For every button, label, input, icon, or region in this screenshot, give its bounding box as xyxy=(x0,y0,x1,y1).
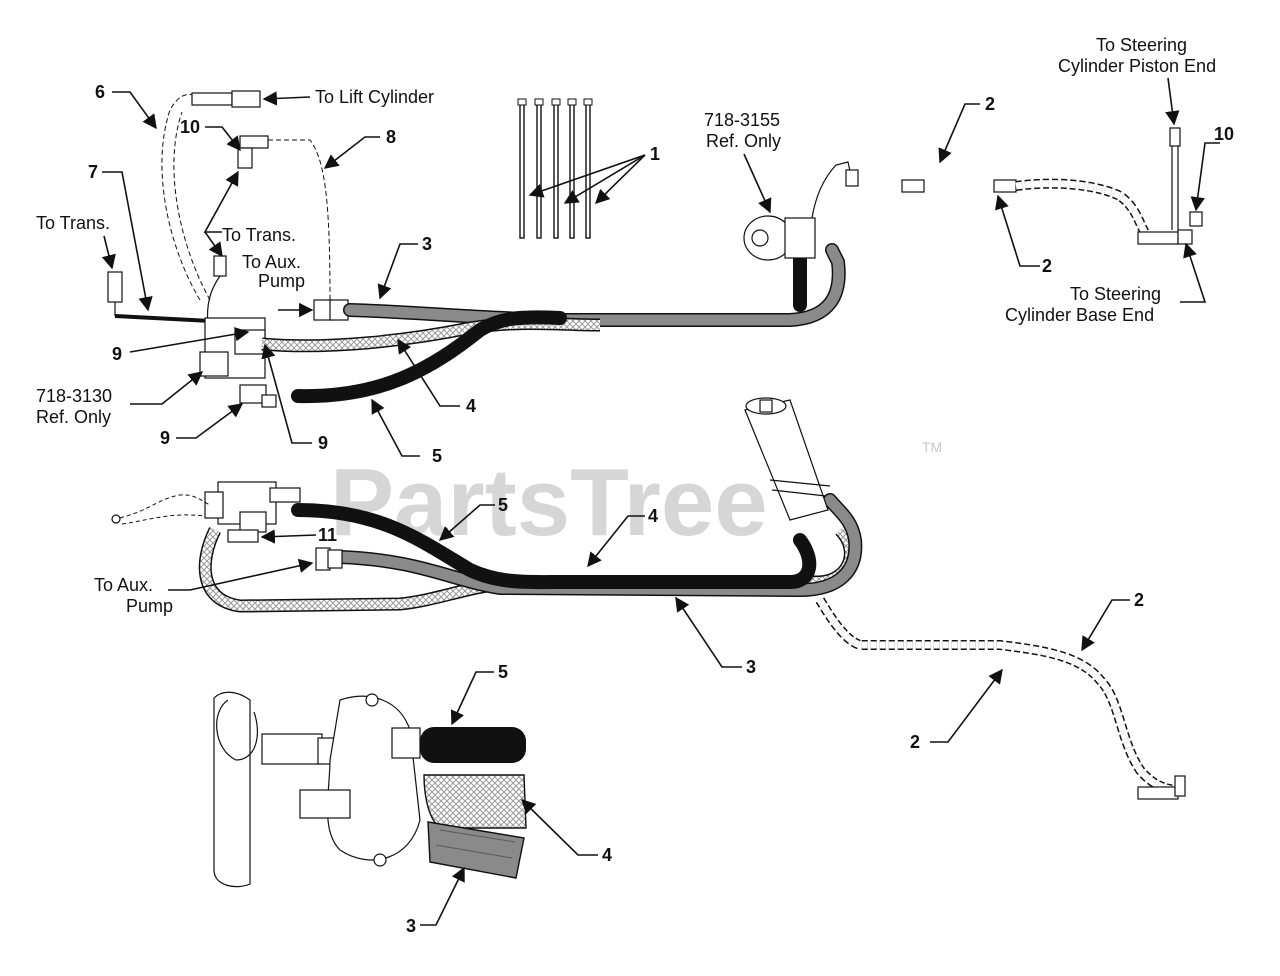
callout-9-right: 9 xyxy=(318,433,328,453)
callout-9-mid: 9 xyxy=(160,428,170,448)
label-steering-piston-line1: To Steering xyxy=(1096,35,1187,55)
callout-1: 1 xyxy=(650,144,660,164)
callout-3-bottom: 3 xyxy=(406,916,416,936)
callout-4-middle: 4 xyxy=(648,506,658,526)
trademark-symbol: TM xyxy=(922,439,942,455)
callout-5-middle: 5 xyxy=(498,495,508,515)
label-to-aux-pump-top-line1: To Aux. xyxy=(242,252,301,272)
callout-8: 8 xyxy=(386,127,396,147)
label-steering-base-line2: Cylinder Base End xyxy=(1005,305,1154,325)
label-to-lift-cylinder: To Lift Cylinder xyxy=(315,87,434,107)
leader-lines xyxy=(101,77,1220,926)
label-to-aux-pump-lower-line2: Pump xyxy=(126,596,173,616)
bottom-detail-assembly xyxy=(213,691,527,888)
callout-9-top: 9 xyxy=(112,344,122,364)
callout-6: 6 xyxy=(95,82,105,102)
callout-2-lower-right: 2 xyxy=(1134,590,1144,610)
label-to-trans-mid: To Trans. xyxy=(222,225,296,245)
callout-3-middle: 3 xyxy=(746,657,756,677)
label-to-aux-pump-top-line2: Pump xyxy=(258,271,305,291)
label-to-aux-pump-lower-line1: To Aux. xyxy=(94,575,153,595)
label-ref-3155-line1: 718-3155 xyxy=(704,110,780,130)
partstree-watermark: PartsTree xyxy=(330,449,768,556)
callout-7: 7 xyxy=(88,162,98,182)
cable-ties-group xyxy=(517,98,646,239)
label-steering-piston-line2: Cylinder Piston End xyxy=(1058,56,1216,76)
callout-10-right: 10 xyxy=(1214,124,1234,144)
label-ref-3155-line2: Ref. Only xyxy=(706,131,781,151)
label-to-trans-left: To Trans. xyxy=(36,213,110,233)
middle-hose-assembly xyxy=(111,397,1186,800)
callout-10-left: 10 xyxy=(180,117,200,137)
callout-2-top: 2 xyxy=(985,94,995,114)
callout-5-top: 5 xyxy=(432,446,442,466)
label-steering-base-line1: To Steering xyxy=(1070,284,1161,304)
label-ref-3130-line2: Ref. Only xyxy=(36,407,111,427)
steering-hose-upper xyxy=(901,127,1203,245)
callout-3-top: 3 xyxy=(422,234,432,254)
callout-2-lower: 2 xyxy=(910,732,920,752)
callout-4-bottom: 4 xyxy=(602,845,612,865)
callout-11: 11 xyxy=(318,525,337,545)
callout-4-top: 4 xyxy=(466,396,476,416)
label-ref-3130-line1: 718-3130 xyxy=(36,386,112,406)
callout-2-upper-right: 2 xyxy=(1042,256,1052,276)
callout-5-bottom: 5 xyxy=(498,662,508,682)
